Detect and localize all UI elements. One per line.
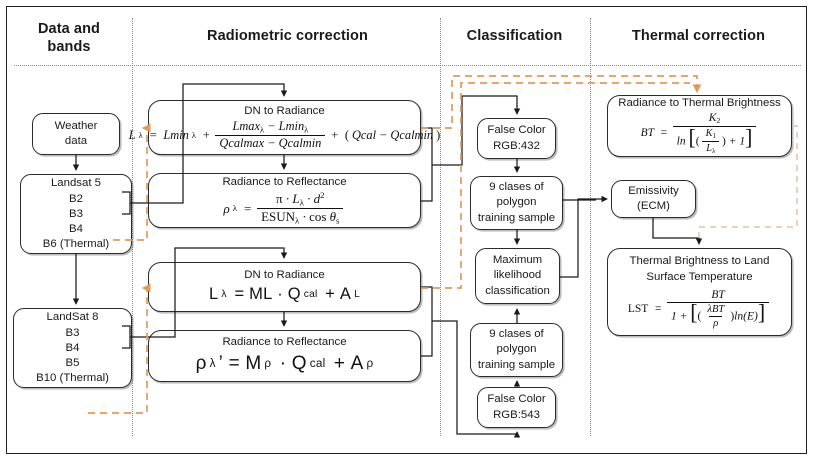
divider-header-underline (14, 65, 801, 66)
training-top-line1: 9 clases of (489, 181, 544, 194)
node-thermal-brightness-to-lst[interactable]: Thermal Brightness to Land Surface Tempe… (607, 248, 792, 336)
false-color-432-line2: RGB:432 (493, 139, 540, 152)
column-header-radiometric-correction: Radiometric correction (207, 28, 368, 44)
false-color-543-line2: RGB:543 (493, 408, 540, 421)
node-maximum-likelihood-classification[interactable]: Maximum likelihood classification (475, 248, 560, 304)
node-landsat8[interactable]: LandSat 8 B3 B4 B5 B10 (Thermal) (13, 308, 132, 388)
landsat8-band-b4: B4 (65, 341, 80, 354)
divider-col2 (440, 18, 441, 436)
weather-data-line1: Weather (54, 119, 98, 132)
column-header-thermal-correction: Thermal correction (631, 28, 766, 44)
column-header-classification: Classification (466, 28, 563, 44)
node-training-sample-top[interactable]: 9 clases of polygon training sample (470, 176, 563, 230)
divider-col1 (132, 18, 133, 436)
dn-to-radiance-l8-title: DN to Radiance (244, 269, 325, 282)
landsat5-band-b2: B2 (69, 192, 83, 205)
landsat5-band-b4: B4 (69, 223, 83, 236)
node-training-sample-bottom[interactable]: 9 clases of polygon training sample (470, 323, 563, 377)
training-bottom-line2: polygon (496, 343, 537, 356)
node-false-color-543[interactable]: False Color RGB:543 (477, 387, 556, 428)
dn-to-radiance-l5-title: DN to Radiance (244, 105, 325, 118)
training-bottom-line1: 9 clases of (489, 328, 544, 341)
training-bottom-line3: training sample (477, 358, 556, 371)
landsat8-band-b3: B3 (65, 326, 80, 339)
radiance-to-reflectance-l8-title: Radiance to Reflectance (222, 336, 347, 349)
node-false-color-432[interactable]: False Color RGB:432 (477, 118, 556, 159)
node-radiance-to-thermal-brightness[interactable]: Radiance to Thermal Brightness BT = K2 l… (607, 95, 792, 157)
radiance-to-reflectance-l5-title: Radiance to Reflectance (222, 175, 347, 188)
emissivity-line1: Emissivity (628, 184, 679, 197)
emissivity-line2: (ECM) (637, 200, 670, 212)
landsat5-title: Landsat 5 (50, 176, 102, 189)
false-color-432-line1: False Color (487, 124, 546, 137)
weather-data-line2: data (64, 135, 88, 147)
landsat8-title: LandSat 8 (46, 310, 99, 323)
node-landsat5[interactable]: Landsat 5 B2 B3 B4 B6 (Thermal) (20, 174, 132, 254)
false-color-543-line1: False Color (487, 393, 546, 406)
thermal-lst-line2: Surface Temperature (646, 271, 753, 284)
landsat8-band-thermal: B10 (Thermal) (36, 372, 109, 385)
radiance-to-thermal-brightness-title: Radiance to Thermal Brightness (618, 97, 781, 110)
maxlike-line1: Maximum (492, 254, 543, 267)
training-top-line3: training sample (477, 211, 556, 224)
training-top-line2: polygon (496, 196, 537, 209)
landsat5-band-b3: B3 (69, 207, 83, 220)
node-emissivity[interactable]: Emissivity (ECM) (611, 180, 696, 218)
maxlike-line2: likelihood (493, 269, 542, 282)
node-weather-data[interactable]: Weather data (32, 113, 120, 155)
diagram-frame (6, 6, 807, 454)
maxlike-line3: classification (485, 284, 550, 297)
landsat5-band-thermal: B6 (Thermal) (42, 238, 110, 251)
divider-col3 (590, 18, 591, 436)
landsat8-band-b5: B5 (65, 357, 80, 370)
thermal-lst-line1: Thermal Brightness to Land (629, 255, 770, 268)
